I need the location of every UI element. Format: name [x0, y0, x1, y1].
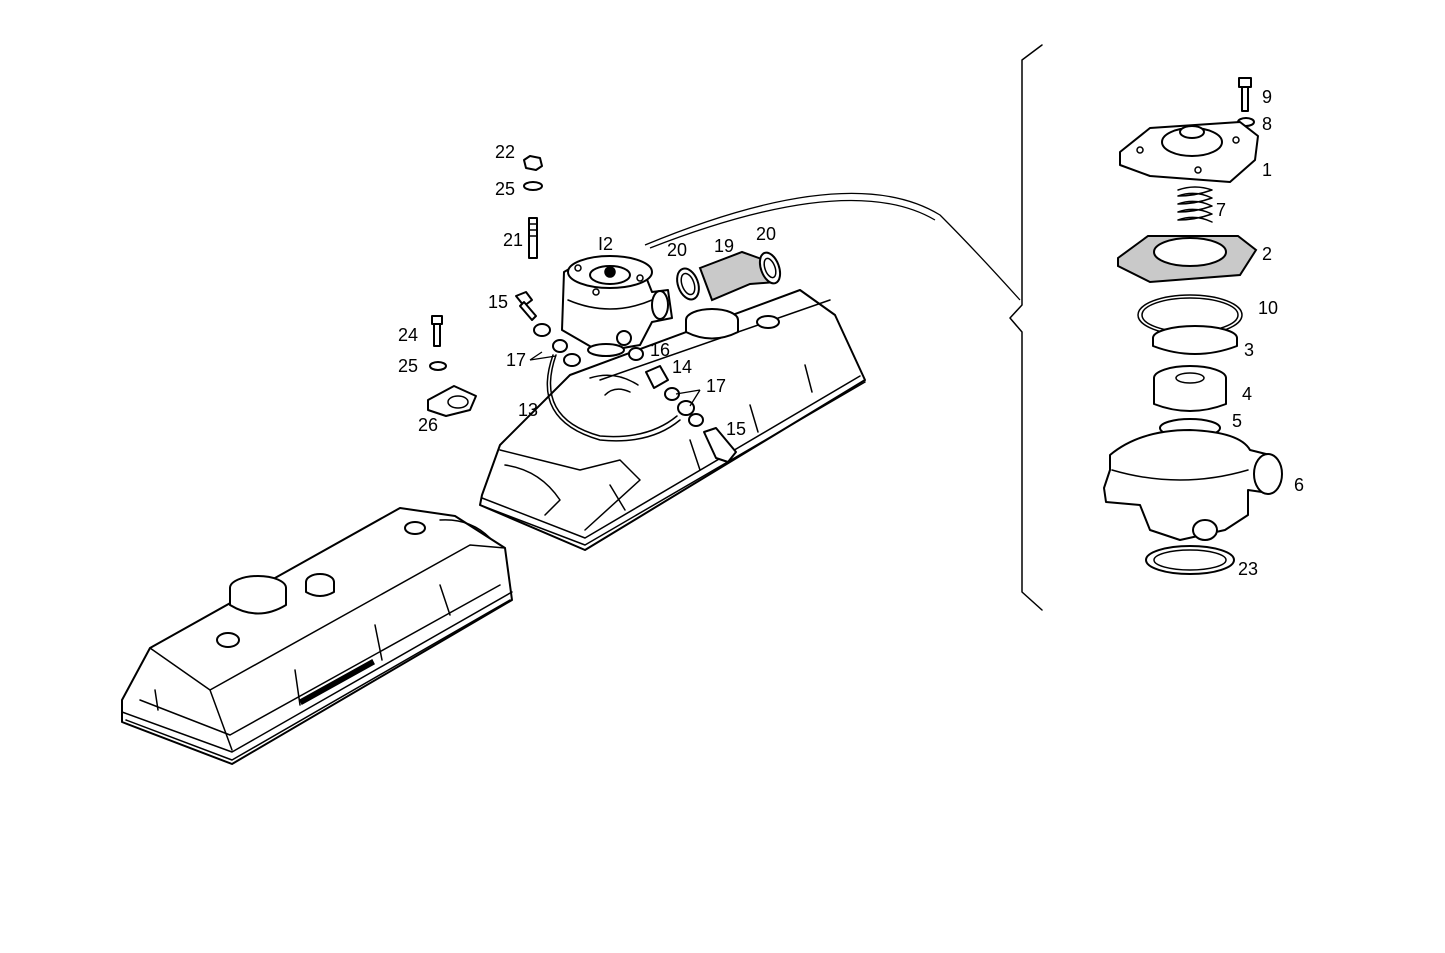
pump-exploded-stack — [1103, 77, 1283, 575]
callout-12: I2 — [598, 234, 613, 254]
callout-4: 4 — [1242, 384, 1252, 404]
callout-14: 14 — [672, 357, 692, 377]
callout-17-left: 17 — [506, 350, 526, 370]
callout-7: 7 — [1216, 200, 1226, 220]
callout-6: 6 — [1294, 475, 1304, 495]
callout-25-left: 25 — [398, 356, 418, 376]
callout-15-bottom: 15 — [726, 419, 746, 439]
leader-lines — [529, 351, 701, 407]
callout-22: 22 — [495, 142, 515, 162]
fasteners-left — [427, 155, 581, 417]
callout-2: 2 — [1262, 244, 1272, 264]
callout-5: 5 — [1232, 411, 1242, 431]
callout-16: 16 — [650, 340, 670, 360]
pipe-and-fittings — [546, 347, 737, 463]
callout-20-left: 20 — [667, 240, 687, 260]
callout-labels: 22 25 21 I2 20 19 20 15 24 25 26 17 16 1… — [398, 87, 1304, 579]
callout-1: 1 — [1262, 160, 1272, 180]
callout-21: 21 — [503, 230, 523, 250]
callout-24: 24 — [398, 325, 418, 345]
reference-arc — [644, 192, 1021, 301]
callout-13: 13 — [518, 400, 538, 420]
rocker-cover-rear — [121, 507, 513, 765]
callout-10: 10 — [1258, 298, 1278, 318]
callout-25-top: 25 — [495, 179, 515, 199]
callout-3: 3 — [1244, 340, 1254, 360]
breather-housing — [561, 255, 673, 357]
callout-19: 19 — [714, 236, 734, 256]
callout-9: 9 — [1262, 87, 1272, 107]
callout-20-right: 20 — [756, 224, 776, 244]
callout-15-top: 15 — [488, 292, 508, 312]
hose-and-clamps — [676, 250, 782, 302]
callout-8: 8 — [1262, 114, 1272, 134]
callout-23: 23 — [1238, 559, 1258, 579]
separator-bracket — [1009, 44, 1043, 611]
callout-17-right: 17 — [706, 376, 726, 396]
callout-26: 26 — [418, 415, 438, 435]
